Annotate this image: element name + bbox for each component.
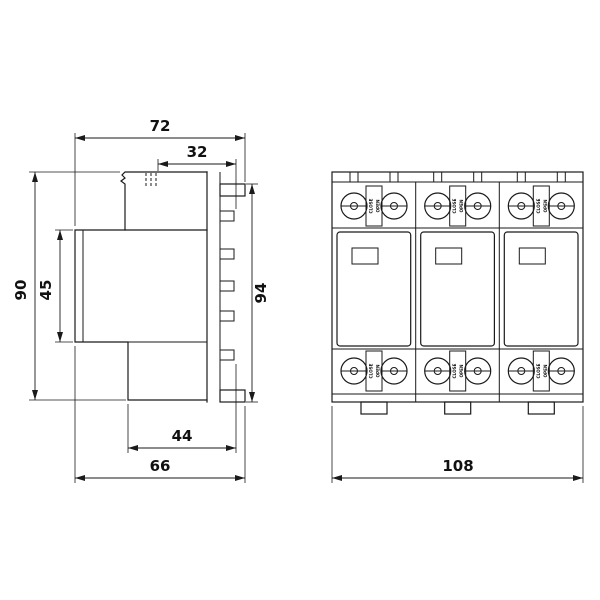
- top-rail-clip: [219, 183, 246, 197]
- front-view: [331, 171, 584, 415]
- upper-housing-outline: [120, 171, 208, 231]
- dimension-bottom-inset: 44: [127, 364, 237, 453]
- dimension-rail-height: 94: [246, 183, 270, 403]
- terminal-tab: [219, 280, 235, 292]
- terminal-tab: [219, 349, 235, 361]
- main-body-outline: [74, 229, 208, 401]
- dimension-label: 90: [12, 280, 30, 301]
- dimension-label: 45: [37, 280, 55, 301]
- bottom-rail-clip: [219, 389, 246, 403]
- vent-dashed-lines: [145, 173, 157, 186]
- dimension-overall-height: 90: [12, 171, 126, 401]
- dimension-label: 32: [187, 143, 208, 161]
- spd-module-2: [420, 171, 496, 415]
- terminal-tab: [219, 210, 235, 222]
- spd-module-3: [503, 171, 579, 415]
- dimension-label: 94: [252, 283, 270, 304]
- dimension-total-width: 108: [331, 406, 584, 483]
- dimension-body-height: 45: [37, 229, 73, 343]
- dimension-label: 72: [150, 117, 171, 135]
- dimension-top-inset: 32: [157, 143, 237, 209]
- dimension-label: 44: [172, 427, 193, 445]
- spd-module-1: [336, 171, 412, 415]
- dimension-label: 108: [442, 457, 473, 475]
- dimension-label: 66: [150, 457, 171, 475]
- din-rail-column: [206, 171, 246, 403]
- terminal-tab: [219, 248, 235, 260]
- dimension-top-width: 72: [74, 117, 246, 226]
- dimension-bottom-width: 66: [74, 346, 246, 483]
- side-view: [74, 171, 246, 403]
- terminal-tab: [219, 310, 235, 322]
